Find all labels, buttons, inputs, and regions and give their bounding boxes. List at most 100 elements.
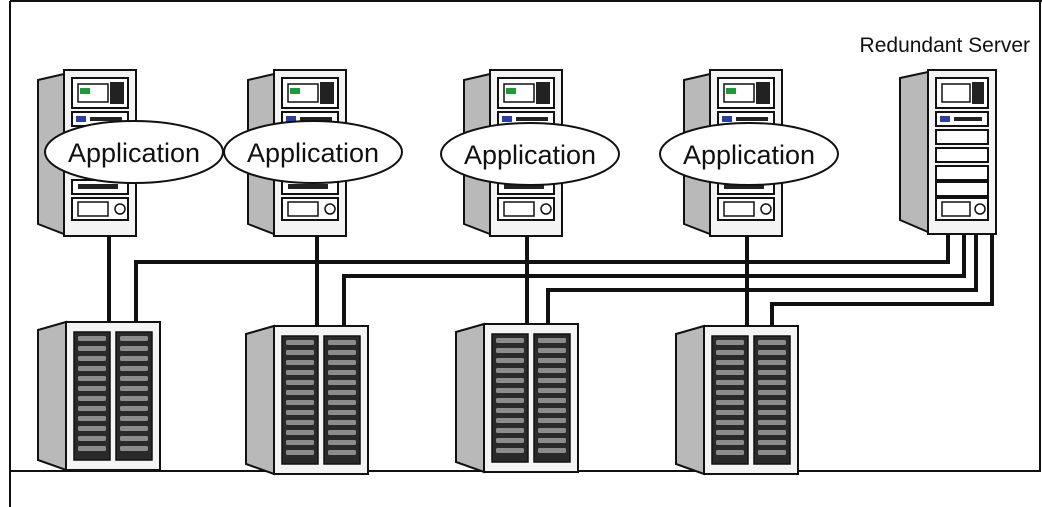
drive-slot [286, 410, 314, 415]
app-bubble-1: Application [44, 120, 224, 184]
drive-slot [120, 446, 148, 451]
drive-slot [78, 406, 106, 411]
drive-slot [716, 400, 744, 405]
drive-slot [538, 378, 566, 383]
drive-slot [758, 420, 786, 425]
drive-slot [716, 420, 744, 425]
drive-slot [286, 440, 314, 445]
drive-slot [716, 350, 744, 355]
drive-slot [120, 386, 148, 391]
drive-slot [496, 408, 524, 413]
app-bubble-4: Application [659, 122, 839, 186]
drive-slot [328, 440, 356, 445]
drive-slot [496, 358, 524, 363]
drive-slot [758, 430, 786, 435]
drive-slot [328, 360, 356, 365]
drive-slot [328, 350, 356, 355]
drive-slot [538, 388, 566, 393]
drive-slot [120, 346, 148, 351]
drive-slot [78, 446, 106, 451]
connections [107, 234, 994, 330]
drive-slot [758, 400, 786, 405]
drive-slot [496, 338, 524, 343]
drive-slot [716, 430, 744, 435]
drive-slot [716, 370, 744, 375]
drive-slot [120, 436, 148, 441]
drive-slot [328, 340, 356, 345]
drive-slot [496, 448, 524, 453]
app-bubble-3: Application [440, 122, 620, 186]
app-bubble-2: Application [223, 120, 403, 184]
drive-slot [716, 390, 744, 395]
drive-slot [78, 396, 106, 401]
drive-slot [716, 360, 744, 365]
drive-slot [328, 430, 356, 435]
drive-slot [758, 380, 786, 385]
drive-slot [496, 428, 524, 433]
drive-slot [538, 358, 566, 363]
drive-slot [78, 376, 106, 381]
drive-slot [538, 448, 566, 453]
link-redundant-storage-1 [134, 234, 950, 326]
drive-slot [716, 410, 744, 415]
drive-slot [78, 416, 106, 421]
drive-slots [78, 336, 786, 455]
drive-slot [758, 370, 786, 375]
drive-slot [716, 440, 744, 445]
drive-slot [538, 398, 566, 403]
drive-slot [120, 416, 148, 421]
drive-slot [716, 450, 744, 455]
drive-slot [286, 420, 314, 425]
drive-slot [758, 350, 786, 355]
drive-slot [328, 410, 356, 415]
drive-slot [78, 436, 106, 441]
app-label-4: Application [683, 140, 815, 170]
drive-slot [758, 340, 786, 345]
drive-slot [286, 450, 314, 455]
drive-slot [286, 390, 314, 395]
drive-slot [286, 360, 314, 365]
drive-slot [538, 368, 566, 373]
drive-slot [758, 360, 786, 365]
drive-slot [328, 380, 356, 385]
drive-slot [78, 336, 106, 341]
drive-slot [120, 426, 148, 431]
drive-slot [758, 390, 786, 395]
drive-slot [120, 356, 148, 361]
drive-slot [538, 438, 566, 443]
drive-slot [538, 408, 566, 413]
drive-slot [120, 406, 148, 411]
drive-slot [78, 366, 106, 371]
drive-slot [328, 400, 356, 405]
drive-slot [758, 450, 786, 455]
drive-slot [286, 380, 314, 385]
drive-slot [120, 376, 148, 381]
app-label-3: Application [464, 140, 596, 170]
drive-slot [286, 340, 314, 345]
drive-slot [328, 420, 356, 425]
drive-slot [286, 400, 314, 405]
link-redundant-storage-4 [770, 234, 994, 330]
drive-slot [78, 356, 106, 361]
drive-slot [328, 370, 356, 375]
drive-slot [538, 338, 566, 343]
drive-slot [496, 378, 524, 383]
drive-slot [286, 430, 314, 435]
drive-slot [78, 426, 106, 431]
drive-slot [758, 410, 786, 415]
drive-slot [496, 418, 524, 423]
drive-slot [286, 370, 314, 375]
app-label-2: Application [247, 138, 379, 168]
drive-slot [496, 348, 524, 353]
drive-slot [328, 450, 356, 455]
drive-slot [78, 346, 106, 351]
drive-slot [78, 386, 106, 391]
drive-slot [716, 340, 744, 345]
drive-slot [496, 398, 524, 403]
drive-slot [496, 438, 524, 443]
drive-slot [538, 348, 566, 353]
drive-slot [120, 336, 148, 341]
drive-slot [328, 390, 356, 395]
drive-slot [716, 380, 744, 385]
